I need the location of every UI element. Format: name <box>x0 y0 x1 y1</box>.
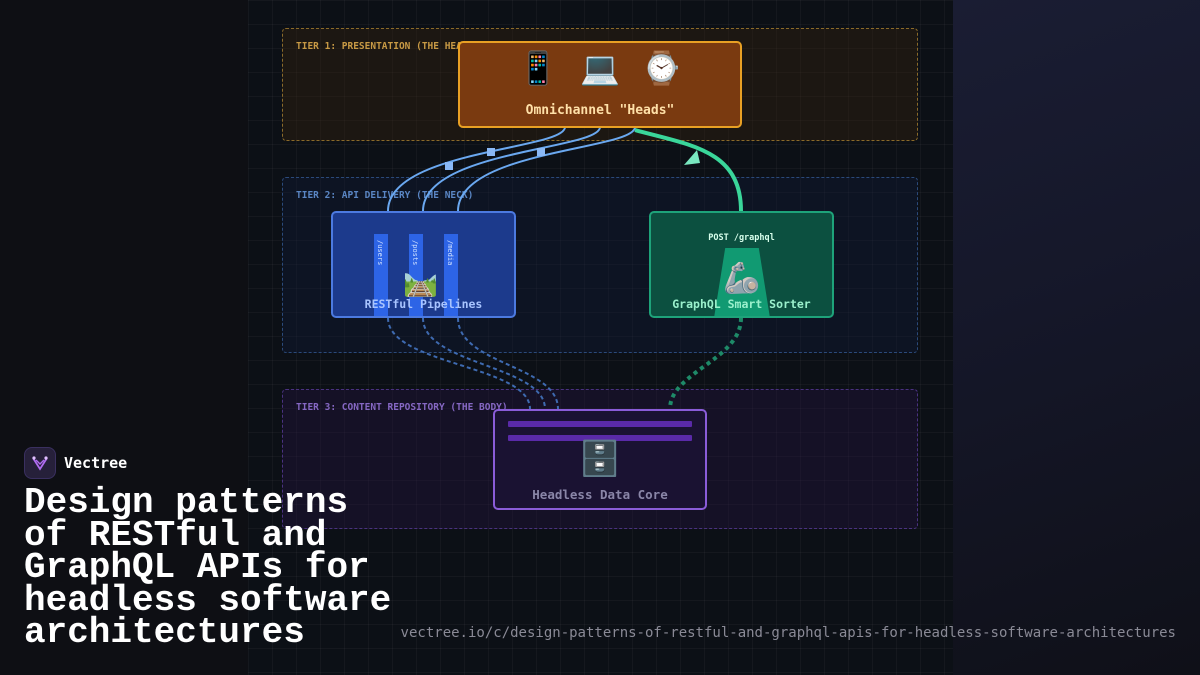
endpoint-label-users: /users <box>376 240 384 266</box>
graphql-data-line <box>668 317 743 410</box>
restful-pipelines-title: RESTful Pipelines <box>364 297 483 311</box>
endpoint-label-posts: /posts <box>411 240 419 266</box>
headless-data-core-title: Headless Data Core <box>532 487 668 502</box>
file-cabinet-icon: 🗄️ <box>578 439 622 479</box>
railway-icon: 🛤️ <box>403 265 438 298</box>
robot-arm-icon: 🦾 <box>723 261 761 296</box>
graphql-smart-sorter-title: GraphQL Smart Sorter <box>672 297 811 311</box>
laptop-icon: 💻 <box>580 49 620 87</box>
rest-request-line-posts <box>422 126 601 212</box>
rest-packet <box>487 148 495 156</box>
rest-request-line-media <box>457 126 636 212</box>
graphql-response-line <box>634 128 743 212</box>
rest-data-line-users <box>387 317 531 410</box>
rest-request-line-users <box>387 126 566 212</box>
page-title: Design patterns of RESTful and GraphQL A… <box>24 482 392 653</box>
brand-name: Vectree <box>64 454 128 472</box>
endpoint-pipe-users: /users <box>374 234 388 316</box>
brand: Vectree <box>24 447 127 479</box>
omnichannel-heads-node: 📱 💻 ⌚ Omnichannel "Heads" <box>458 41 742 128</box>
watch-icon: ⌚ <box>641 49 682 87</box>
graphql-smart-sorter-node: POST /graphql 🦾 GraphQL Smart Sorter <box>649 211 834 318</box>
headless-data-core-node: 🗄️ Headless Data Core <box>493 409 707 510</box>
omnichannel-heads-title: Omnichannel "Heads" <box>525 103 675 118</box>
data-bar <box>508 435 692 441</box>
vectree-logo-icon <box>24 447 56 479</box>
rest-packet <box>445 162 453 170</box>
endpoint-pipe-media: /media <box>444 234 458 316</box>
rest-packet <box>537 148 545 156</box>
graphql-route-label: POST /graphql <box>708 233 775 243</box>
article-url: vectree.io/c/design-patterns-of-restful-… <box>400 625 1176 641</box>
endpoint-pipe-posts: /posts <box>409 234 423 316</box>
phone-icon: 📱 <box>518 49 559 87</box>
rest-data-line-posts <box>422 317 546 410</box>
graphql-arrow-head <box>684 150 700 165</box>
tier-api-delivery-label: TIER 2: API DELIVERY (THE NECK) <box>296 190 474 201</box>
data-bar <box>508 421 692 427</box>
tier-content-repository-label: TIER 3: CONTENT REPOSITORY (THE BODY) <box>296 402 508 413</box>
endpoint-label-media: /media <box>446 240 454 266</box>
decorative-gradient <box>953 0 1200 675</box>
tier-presentation-label: TIER 1: PRESENTATION (THE HEADS) <box>296 41 480 52</box>
device-icons: 📱 💻 ⌚ <box>460 49 740 87</box>
rest-data-line-media <box>457 317 559 410</box>
restful-pipelines-node: /users /posts /media 🛤️ RESTful Pipeline… <box>331 211 516 318</box>
